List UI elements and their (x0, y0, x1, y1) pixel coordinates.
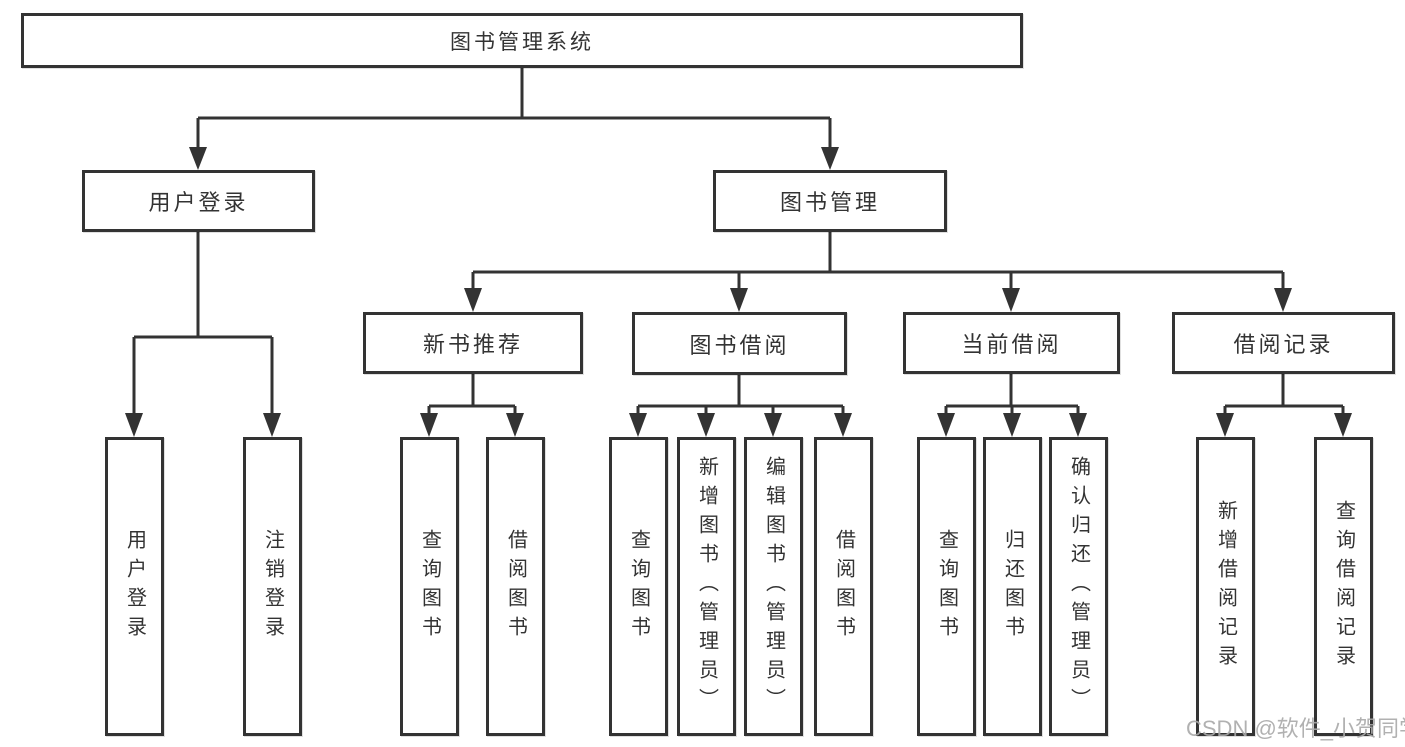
node-leaf-borrow-book-2: 借阅图书 (814, 437, 873, 736)
node-leaf-query-book-2: 查询图书 (609, 437, 668, 736)
node-leaf-logout: 注销登录 (243, 437, 302, 736)
arrowhead-icon (1069, 413, 1087, 437)
node-book-borrow: 图书借阅 (632, 312, 847, 375)
connector-user-login-to-leaves (125, 232, 281, 437)
arrowhead-icon (821, 147, 839, 170)
node-leaf-borrow-book-1: 借阅图书 (486, 437, 545, 736)
node-leaf-query-borrow-record: 查询借阅记录 (1314, 437, 1373, 736)
arrowhead-icon (1334, 413, 1352, 437)
arrowhead-icon (937, 413, 955, 437)
node-book-management: 图书管理 (713, 170, 947, 232)
connector-book-borrow-to-leaves (629, 375, 852, 437)
arrowhead-icon (1274, 288, 1292, 312)
connector-book-management-to-level3 (464, 232, 1292, 312)
arrowhead-icon (506, 413, 524, 437)
arrowhead-icon (1003, 413, 1021, 437)
arrowhead-icon (730, 288, 748, 312)
connector-new-book-to-leaves (420, 374, 524, 437)
node-root: 图书管理系统 (21, 13, 1023, 68)
node-current-borrow: 当前借阅 (903, 312, 1120, 374)
arrowhead-icon (1216, 413, 1234, 437)
node-leaf-return-book: 归还图书 (983, 437, 1042, 736)
arrowhead-icon (189, 147, 207, 170)
connector-current-borrow-to-leaves (937, 374, 1087, 437)
node-leaf-edit-book-admin: 编辑图书（管理员） (744, 437, 803, 736)
arrowhead-icon (764, 413, 782, 437)
node-leaf-query-book-3: 查询图书 (917, 437, 976, 736)
node-leaf-add-book-admin: 新增图书（管理员） (677, 437, 736, 736)
node-new-book-recommend: 新书推荐 (363, 312, 583, 374)
arrowhead-icon (464, 288, 482, 312)
node-leaf-user-login: 用户登录 (105, 437, 164, 736)
arrowhead-icon (834, 413, 852, 437)
connector-root-to-level2 (189, 68, 839, 170)
node-leaf-query-book-1: 查询图书 (400, 437, 459, 736)
node-leaf-confirm-return-admin: 确认归还（管理员） (1049, 437, 1108, 736)
watermark: CSDN @软件_小贺同学 (1186, 716, 1405, 741)
node-user-login: 用户登录 (82, 170, 315, 232)
node-borrow-record: 借阅记录 (1172, 312, 1395, 374)
connector-borrow-record-to-leaves (1216, 374, 1352, 437)
arrowhead-icon (697, 413, 715, 437)
arrowhead-icon (420, 413, 438, 437)
arrowhead-icon (1002, 288, 1020, 312)
arrowhead-icon (263, 413, 281, 437)
arrowhead-icon (125, 413, 143, 437)
arrowhead-icon (629, 413, 647, 437)
node-leaf-add-borrow-record: 新增借阅记录 (1196, 437, 1255, 736)
